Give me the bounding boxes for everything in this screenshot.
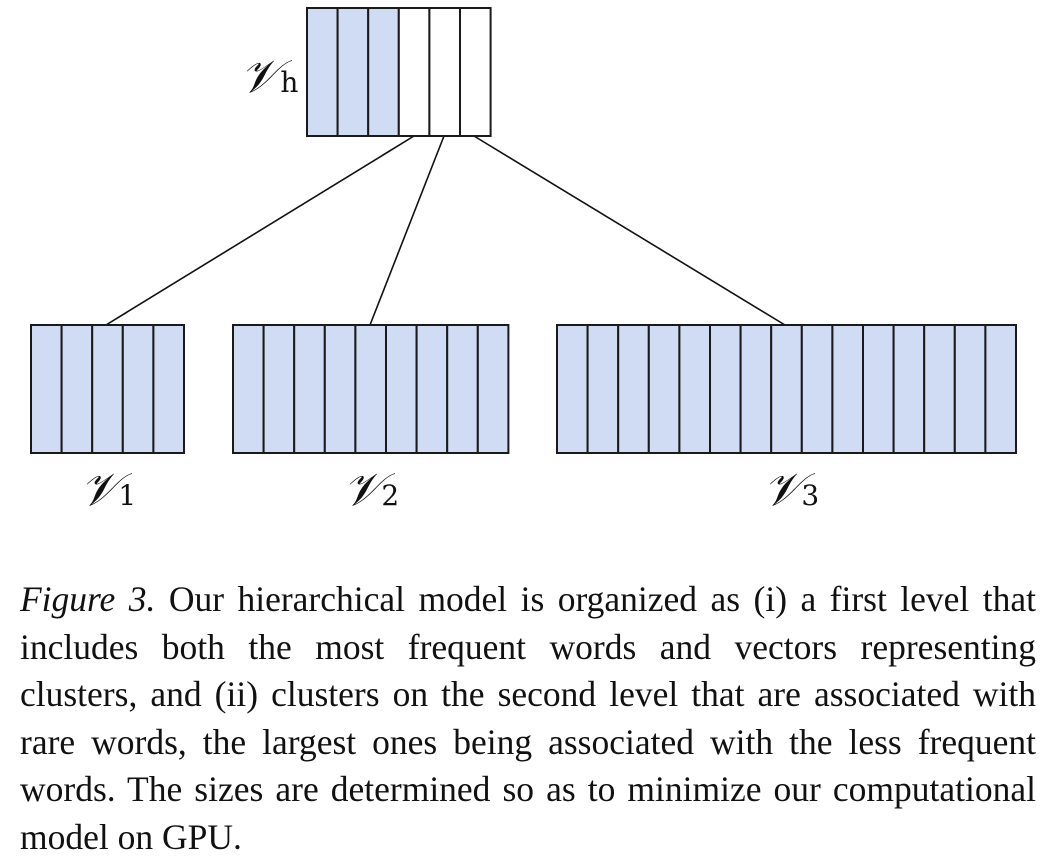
cluster-3-cell — [770, 324, 803, 454]
cluster-3-cell — [617, 324, 650, 454]
cluster-1-cell — [121, 324, 155, 454]
cluster-1-label: 𝒱1 — [80, 462, 136, 516]
cluster-2-cell — [476, 324, 510, 454]
cluster-1-cell — [30, 324, 63, 454]
cluster-2-label: 𝒱2 — [343, 462, 399, 516]
cluster-2-cell — [385, 324, 418, 454]
tree-edges — [105, 135, 786, 326]
cluster-1-cell — [152, 324, 185, 454]
edge-to-cluster-1 — [105, 135, 415, 326]
cluster-blocks — [30, 324, 1018, 454]
cluster-2-cell — [262, 324, 296, 454]
head-word-cell — [336, 7, 370, 137]
cluster-1-cell — [60, 324, 94, 454]
cluster-2-cell — [354, 324, 387, 454]
head-cluster-cell — [397, 7, 431, 137]
cluster-3-cell — [831, 324, 865, 454]
cluster-2-cell — [232, 324, 265, 454]
head-cluster-cell — [459, 7, 492, 137]
caption-text: Our hierarchical model is organized as (… — [20, 579, 1036, 857]
cluster-3-cell — [862, 324, 895, 454]
cluster-3-cell — [923, 324, 956, 454]
cluster-2-cell — [415, 324, 449, 454]
cluster-3-cell — [647, 324, 681, 454]
cluster-3-label: 𝒱3 — [763, 462, 819, 516]
head-word-cell — [367, 7, 400, 137]
cluster-3-cell — [709, 324, 742, 454]
cluster-3-cell — [739, 324, 773, 454]
cluster-3-cell — [984, 324, 1018, 454]
cluster-3-cell — [953, 324, 987, 454]
head-label: 𝒱h — [240, 49, 298, 103]
hierarchy-diagram: 𝒱h 𝒱1 𝒱2 𝒱3 — [30, 7, 1018, 516]
cluster-2-cell — [323, 324, 357, 454]
figure-label: Figure 3. — [20, 579, 156, 619]
cluster-3-cell — [678, 324, 712, 454]
cluster-3-cell — [800, 324, 834, 454]
head-word-cell — [306, 7, 339, 137]
cluster-3-cell — [892, 324, 926, 454]
cluster-2-cell — [446, 324, 479, 454]
cluster-3-cell — [556, 324, 589, 454]
head-cluster-cell — [428, 7, 461, 137]
head-vocabulary-block — [306, 7, 492, 137]
cluster-2-cell — [293, 324, 326, 454]
edge-to-cluster-3 — [473, 135, 786, 326]
figure-caption: Figure 3. Our hierarchical model is orga… — [20, 576, 1036, 861]
edge-to-cluster-2 — [369, 135, 445, 326]
cluster-1-cell — [91, 324, 124, 454]
cluster-3-cell — [586, 324, 620, 454]
